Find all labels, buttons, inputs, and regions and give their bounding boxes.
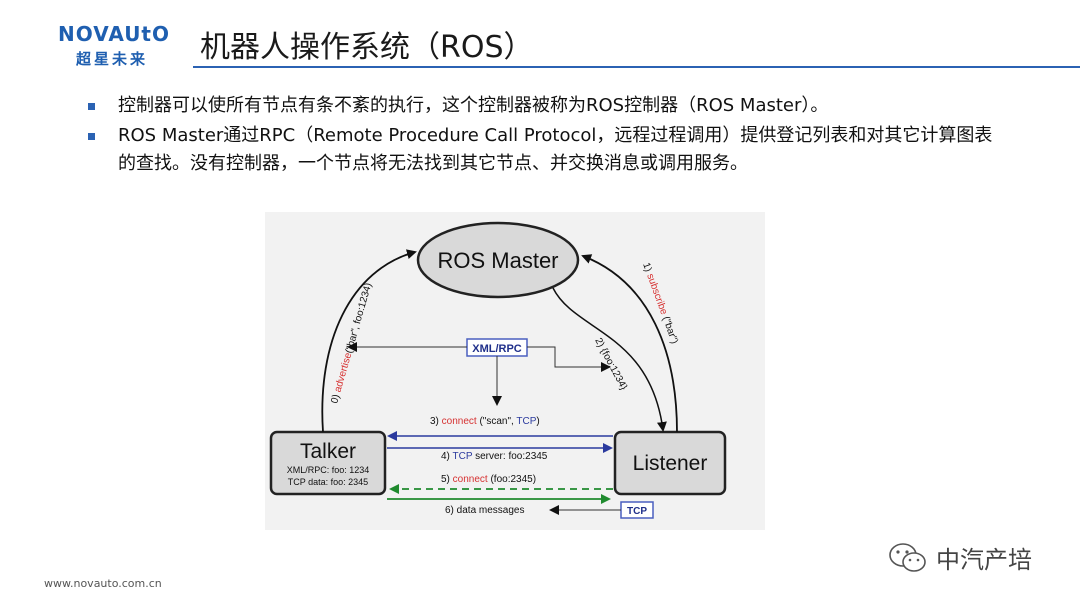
advertise-arrow [321,249,417,433]
tcp-server-label: 4) TCP server: foo:2345 [441,451,548,462]
watermark-text: 中汽产培 [936,546,1032,574]
bullet-square-icon [88,103,95,110]
master-reply-label: 2) {foo:1234} [592,336,629,392]
tcp-label: TCP [627,506,647,517]
bullet-item: 控制器可以使所有节点有条不紊的执行，这个控制器被称为ROS控制器（ROS Mas… [88,92,1008,120]
xmlrpc-to-listener-arrow [527,346,611,372]
bullet-text: 控制器可以使所有节点有条不紊的执行，这个控制器被称为ROS控制器（ROS Mas… [118,95,829,116]
footer-website: www.novauto.com.cn [44,577,162,590]
bullet-list: 控制器可以使所有节点有条不紊的执行，这个控制器被称为ROS控制器（ROS Mas… [88,92,1008,180]
title-divider [193,66,1080,68]
ros-master-label: ROS Master [437,248,558,273]
connect-label: 3) connect ("scan", TCP) [430,416,540,427]
xmlrpc-box: XML/RPC [466,338,528,357]
company-logo: NOVAUtO 超星未来 [58,22,178,69]
slide-title: 机器人操作系统（ROS） [200,30,534,65]
diagram-canvas: ROS Master Talker XML/RPC: foo: 1234 TCP… [269,221,727,519]
data-messages-label: 6) data messages [445,505,525,516]
master-reply-arrow [552,287,667,432]
ros-architecture-diagram: ROS Master Talker XML/RPC: foo: 1234 TCP… [265,212,765,530]
listener-label: Listener [633,452,708,475]
bullet-item: ROS Master通过RPC（Remote Procedure Call Pr… [88,122,1008,178]
bullet-square-icon [88,133,95,140]
xmlrpc-label: XML/RPC [472,343,522,355]
wechat-watermark: 中汽产培 [888,540,1032,575]
connect-tcp-label: 5) connect (foo:2345) [441,474,536,485]
ros-master-node: ROS Master [416,221,580,299]
talker-label: Talker [300,440,356,463]
talker-xmlrpc-info: XML/RPC: foo: 1234 [287,465,370,475]
tcp-box: TCP [620,501,654,519]
talker-node: Talker XML/RPC: foo: 1234 TCP data: foo:… [269,430,387,496]
wechat-icon [889,542,926,572]
logo-subtitle: 超星未来 [76,50,149,68]
subscribe-arrow [581,254,678,433]
talker-tcp-info: TCP data: foo: 2345 [288,477,368,487]
listener-node: Listener [613,430,727,496]
bullet-text: ROS Master通过RPC（Remote Procedure Call Pr… [118,125,993,174]
logo-wordmark: NOVAUtO [58,22,170,46]
